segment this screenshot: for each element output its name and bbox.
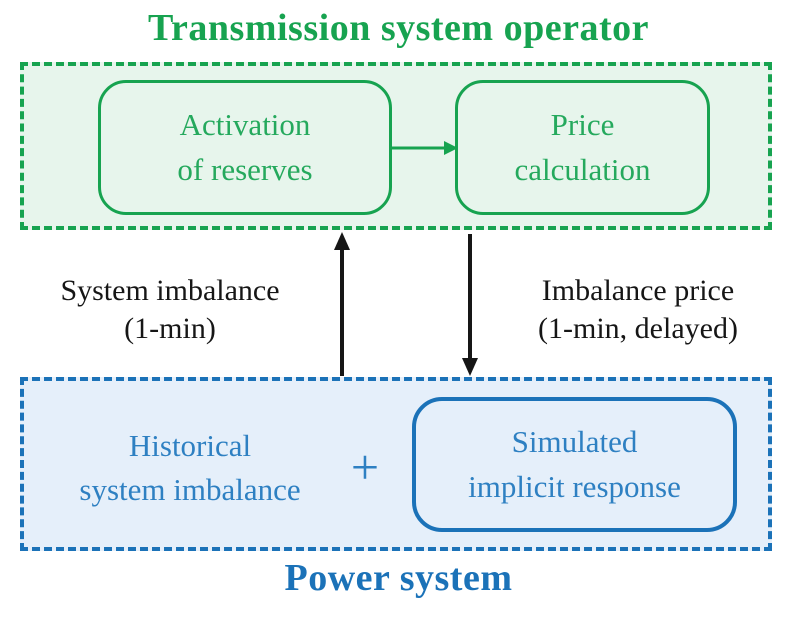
tso-container (20, 62, 772, 230)
imbalance-price-label: Imbalance price (1-min, delayed) (538, 274, 738, 345)
power-title: Power system (284, 557, 513, 599)
simulated-label: Simulated implicit response (468, 424, 681, 504)
plus-sign: + (350, 439, 380, 495)
up-arrow-icon (334, 232, 350, 376)
activation-of-reserves-box: Activation of reserves (98, 80, 392, 215)
down-arrow-icon (462, 234, 478, 376)
price-calculation-box: Price calculation (455, 80, 710, 215)
price-label: Price calculation (514, 107, 651, 187)
activation-label: Activation of reserves (177, 107, 313, 187)
system-imbalance-label: System imbalance (1-min) (60, 274, 280, 345)
tso-title: Transmission system operator (148, 7, 649, 49)
simulated-implicit-response-box: Simulated implicit response (412, 397, 737, 532)
historical-imbalance-label: Historical system imbalance (79, 428, 301, 508)
power-system-container (20, 377, 772, 551)
